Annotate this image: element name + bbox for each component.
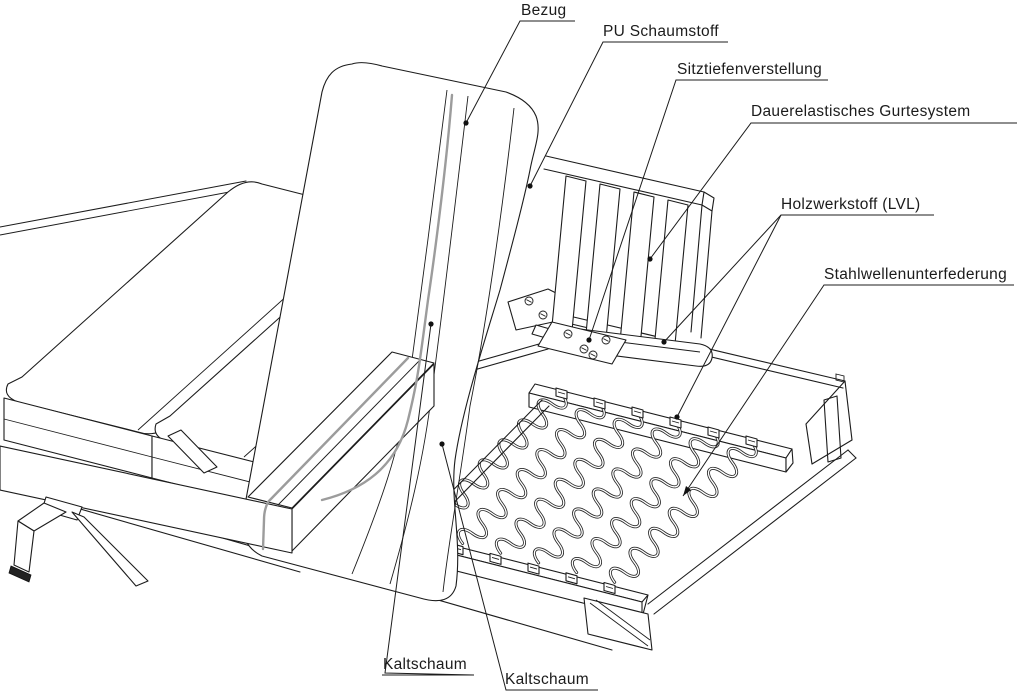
leader-lines (382, 20, 1017, 691)
seat-base-foam (0, 351, 435, 554)
base-front-band (0, 445, 293, 554)
leader-stahlwellenunterfederung (682, 284, 1014, 497)
label-holzwerkstoff: Holzwerkstoff (LVL) (781, 196, 921, 213)
backrest-frame (537, 155, 715, 367)
leader-bezug (465, 20, 575, 124)
label-pu-schaumstoff: PU Schaumstoff (603, 23, 719, 40)
leader-kaltschaum-2 (441, 443, 598, 691)
cover-seam-line (261, 93, 454, 551)
back-platform-edge (0, 180, 247, 236)
elastic-belt-straps (551, 175, 689, 356)
back-rail (528, 383, 794, 473)
label-kaltschaum-2: Kaltschaum (505, 671, 589, 688)
mounting-plate (537, 321, 627, 365)
leader-gurtesystem (649, 122, 1017, 260)
label-bezug: Bezug (521, 2, 567, 19)
label-sitztiefenverstellung: Sitztiefenverstellung (677, 61, 823, 78)
rear-left-leg (167, 429, 218, 474)
front-left-leg (8, 496, 149, 587)
leader-pu-schaumstoff (529, 41, 728, 187)
leader-kaltschaum-1 (384, 323, 475, 676)
side-rail (647, 449, 857, 615)
leader-sitztiefenverstellung (588, 79, 828, 341)
label-stahlwellenunterfederung: Stahlwellenunterfederung (824, 266, 1007, 283)
label-gurtesystem: Dauerelastisches Gurtesystem (751, 103, 971, 120)
label-kaltschaum-1: Kaltschaum (383, 656, 467, 673)
arrowhead (683, 486, 691, 496)
leg-foot-pad (8, 565, 32, 583)
